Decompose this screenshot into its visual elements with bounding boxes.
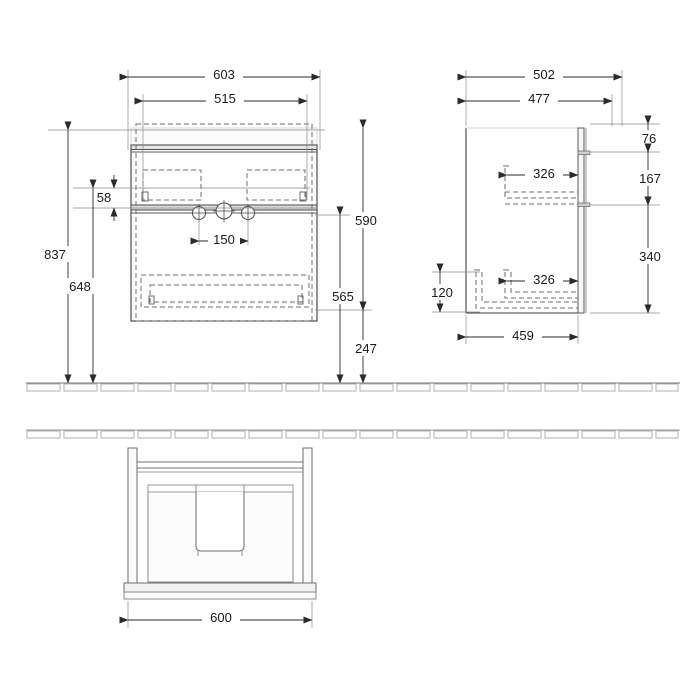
dim-front-603: 603 <box>119 67 321 82</box>
front-tap-holes <box>190 200 257 222</box>
floor-hatch-tile <box>137 383 172 392</box>
floor-hatch-tile <box>433 383 468 392</box>
dim-front-150: 150 <box>190 232 249 247</box>
front-view: 603 515 150 837 648 <box>40 67 382 384</box>
floor-hatch-tile <box>26 430 61 439</box>
bottom-top-rails <box>137 461 303 473</box>
side-view: 502 477 459 326 326 <box>426 67 666 344</box>
floor-hatch-tile <box>100 430 135 439</box>
floor-hatch-tile <box>470 430 505 439</box>
floor-hatch-tile <box>26 383 61 392</box>
floor-hatch-tile <box>470 383 505 392</box>
dim-front-648: 648 <box>65 179 97 384</box>
floor-hatch-tile <box>211 430 246 439</box>
dim-label-side-120: 120 <box>431 285 453 300</box>
floor-line-lower <box>26 429 680 439</box>
floor-hatch-tile <box>63 383 98 392</box>
floor-hatch-tile <box>618 383 653 392</box>
dim-label-front-247: 247 <box>355 341 377 356</box>
floor-hatch-tile <box>248 383 283 392</box>
floor-hatch-tile <box>359 383 394 392</box>
front-washbasin <box>130 127 318 146</box>
floor-hatch-tile <box>174 430 209 439</box>
floor-hatch-tile <box>581 430 616 439</box>
dim-label-front-837: 837 <box>44 247 66 262</box>
dim-side-502: 502 <box>457 67 623 82</box>
dim-label-side-340: 340 <box>639 249 661 264</box>
floor-hatch-tile <box>507 383 542 392</box>
floor-hatch-tile <box>544 430 579 439</box>
dim-front-565: 565 <box>327 206 359 384</box>
dim-label-front-515: 515 <box>214 91 236 106</box>
dim-label-front-150: 150 <box>213 232 235 247</box>
dim-label-side-167: 167 <box>639 171 661 186</box>
dim-bottom-600: 600 <box>119 610 313 625</box>
dim-label-front-58: 58 <box>97 190 111 205</box>
floor-hatch-tile <box>507 430 542 439</box>
dim-label-front-603: 603 <box>213 67 235 82</box>
dim-label-side-459: 459 <box>512 328 534 343</box>
floor-hatch-tile <box>396 383 431 392</box>
dim-front-515: 515 <box>134 91 308 106</box>
dim-side-326-upper: 326 <box>498 166 579 181</box>
floor-hatch-tile <box>618 430 653 439</box>
dim-label-front-648: 648 <box>69 279 91 294</box>
dim-side-477: 477 <box>457 91 613 106</box>
bottom-extension-lines <box>127 601 313 628</box>
dim-side-167: 167 <box>634 143 666 206</box>
floor-hatch-tile <box>285 383 320 392</box>
dim-side-459: 459 <box>457 328 579 343</box>
floor-hatch-tile <box>211 383 246 392</box>
dim-label-side-477: 477 <box>528 91 550 106</box>
dim-label-side-326-lower: 326 <box>533 272 555 287</box>
dim-label-side-502: 502 <box>533 67 555 82</box>
dim-label-front-565: 565 <box>332 289 354 304</box>
front-hidden-small-notches <box>141 191 307 305</box>
front-hidden-outlines <box>135 123 313 322</box>
dim-side-120: 120 <box>426 263 458 313</box>
side-hidden-runner-hooks <box>474 165 509 271</box>
floor-hatch-tile <box>248 430 283 439</box>
dim-front-247: 247 <box>350 301 382 384</box>
tap-hole-center <box>213 200 235 222</box>
floor-hatch-tile <box>655 383 679 392</box>
dim-front-837: 837 <box>40 121 72 384</box>
floor-hatch-tile <box>285 430 320 439</box>
floor-hatch-tile <box>581 383 616 392</box>
floor-hatch-tile <box>137 430 172 439</box>
floor-line-upper <box>26 382 680 392</box>
dim-side-340: 340 <box>634 196 666 314</box>
bottom-view: 600 <box>119 447 317 628</box>
dim-side-76: 76 <box>634 115 664 153</box>
dim-front-590: 590 <box>350 119 382 311</box>
bottom-plinth <box>123 582 317 600</box>
floor-hatch-tile <box>100 383 135 392</box>
dim-label-side-326-upper: 326 <box>533 166 555 181</box>
floor-hatch-tile <box>174 383 209 392</box>
bottom-siphon-cutout <box>195 492 245 556</box>
floor-hatch-tile <box>544 383 579 392</box>
floor-hatch-tile <box>359 430 394 439</box>
tap-hole-left <box>190 204 208 222</box>
dim-label-side-76: 76 <box>642 131 656 146</box>
floor-hatch-tile <box>322 430 357 439</box>
floor-hatch-tile <box>433 430 468 439</box>
dim-side-326-lower: 326 <box>498 272 579 287</box>
dim-front-58: 58 <box>97 175 118 221</box>
floor-hatch-tile <box>396 430 431 439</box>
floor-hatch-tile <box>655 430 679 439</box>
floor-hatch-tile <box>63 430 98 439</box>
floor-hatch-tile <box>322 383 357 392</box>
dim-label-front-590: 590 <box>355 213 377 228</box>
dim-label-bottom-600: 600 <box>210 610 232 625</box>
